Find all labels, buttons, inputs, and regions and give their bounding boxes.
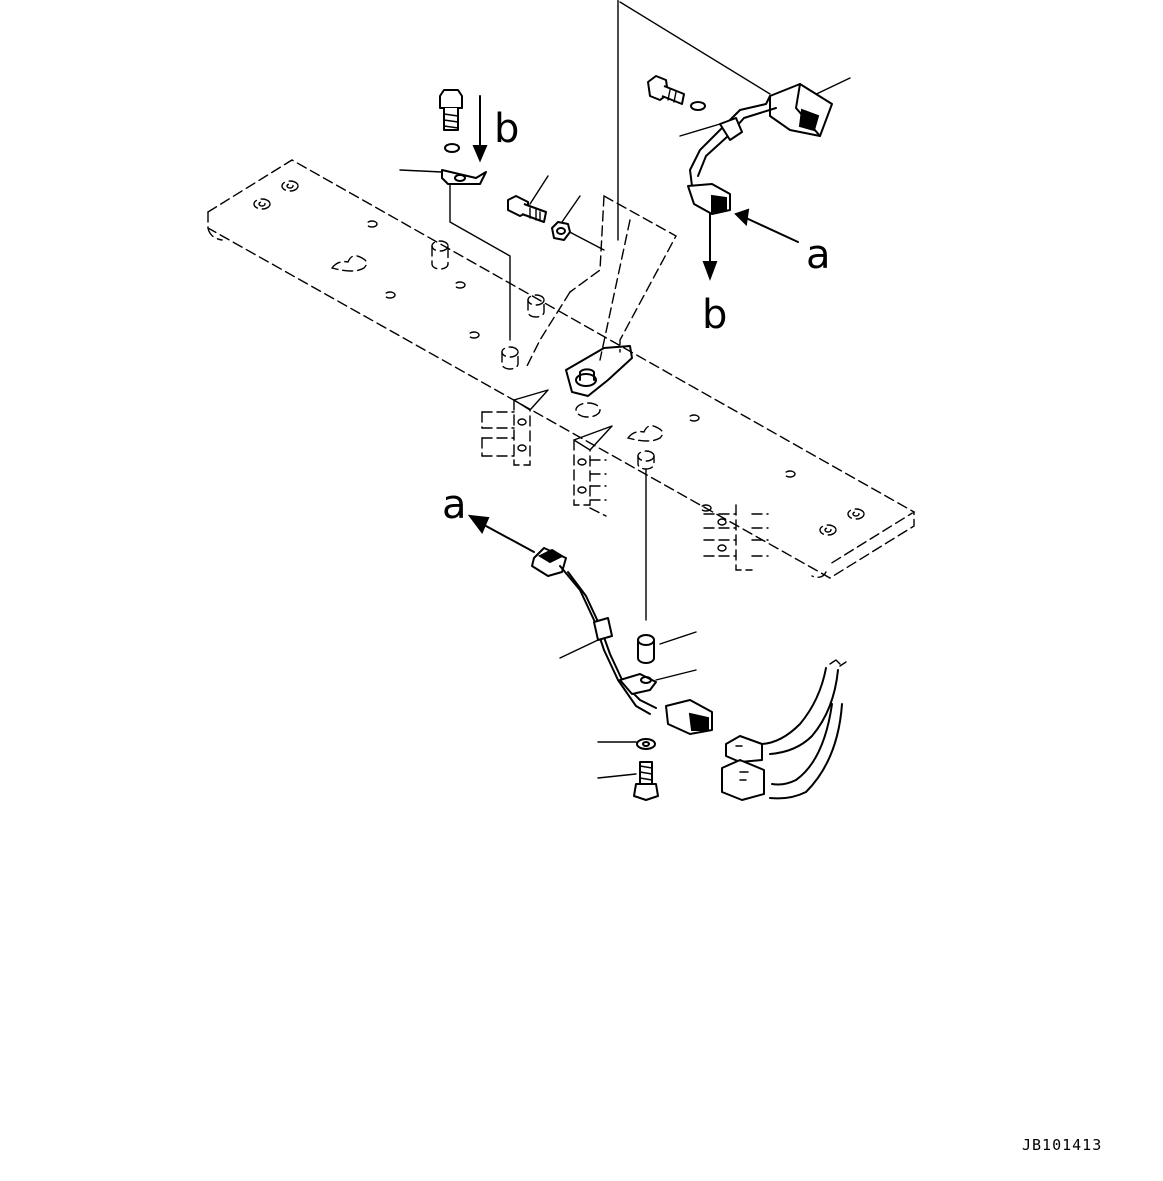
- arrow-a-lower: [467, 514, 535, 553]
- upper-bolt: [439, 89, 487, 185]
- bracket-bolt: [507, 195, 571, 241]
- sensor-bolt: [647, 75, 706, 111]
- lower-harness: [531, 547, 713, 735]
- mating-connectors: [721, 659, 847, 801]
- lower-bolt: [633, 761, 659, 801]
- arrow-b-right: [702, 213, 718, 281]
- label-b-right: b: [702, 292, 727, 338]
- mounting-plate: [207, 159, 916, 579]
- label-a-upper: a: [806, 232, 831, 278]
- sensor-unit: [687, 83, 833, 215]
- arrow-b-upper: [472, 95, 488, 163]
- drawing-code: JB101413: [1022, 1136, 1102, 1154]
- spacer: [637, 634, 655, 664]
- sensor-bracket: [525, 195, 677, 397]
- label-a-lower: a: [442, 482, 467, 528]
- arrow-a-upper: [734, 208, 799, 243]
- label-b-upper: b: [494, 106, 519, 152]
- washer: [636, 738, 656, 750]
